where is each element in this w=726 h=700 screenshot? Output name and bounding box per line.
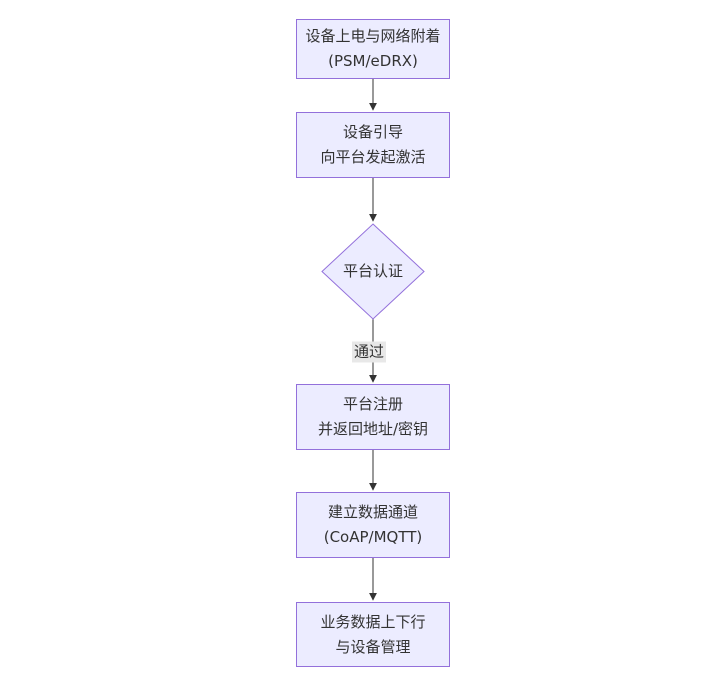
edge-label-pass: 通过 — [351, 341, 387, 363]
node-label-line: 向平台发起激活 — [320, 148, 426, 166]
node-business-data: 业务数据上下行 与设备管理 — [296, 602, 450, 667]
node-platform-register: 平台注册 并返回地址/密钥 — [296, 384, 450, 450]
node-device-bootstrap: 设备引导 向平台发起激活 — [296, 112, 450, 178]
node-label-line: 建立数据通道 — [327, 503, 418, 521]
node-label-line: (CoAP/MQTT) — [323, 528, 423, 546]
node-power-network-attach: 设备上电与网络附着 (PSM/eDRX) — [296, 19, 450, 79]
node-label-line: 设备引导 — [342, 123, 403, 141]
node-label-line: (PSM/eDRX) — [328, 52, 418, 70]
decision-diamond-shape — [321, 223, 425, 320]
decision-platform-auth-label: 平台认证 — [342, 262, 403, 280]
node-label-line: 业务数据上下行 — [320, 612, 426, 631]
node-label-line: 设备上电与网络附着 — [305, 27, 441, 45]
node-label-line: 并返回地址/密钥 — [317, 420, 429, 438]
node-data-channel: 建立数据通道 (CoAP/MQTT) — [296, 492, 450, 558]
node-label-line: 与设备管理 — [335, 637, 411, 656]
node-label-line: 平台注册 — [342, 395, 403, 413]
